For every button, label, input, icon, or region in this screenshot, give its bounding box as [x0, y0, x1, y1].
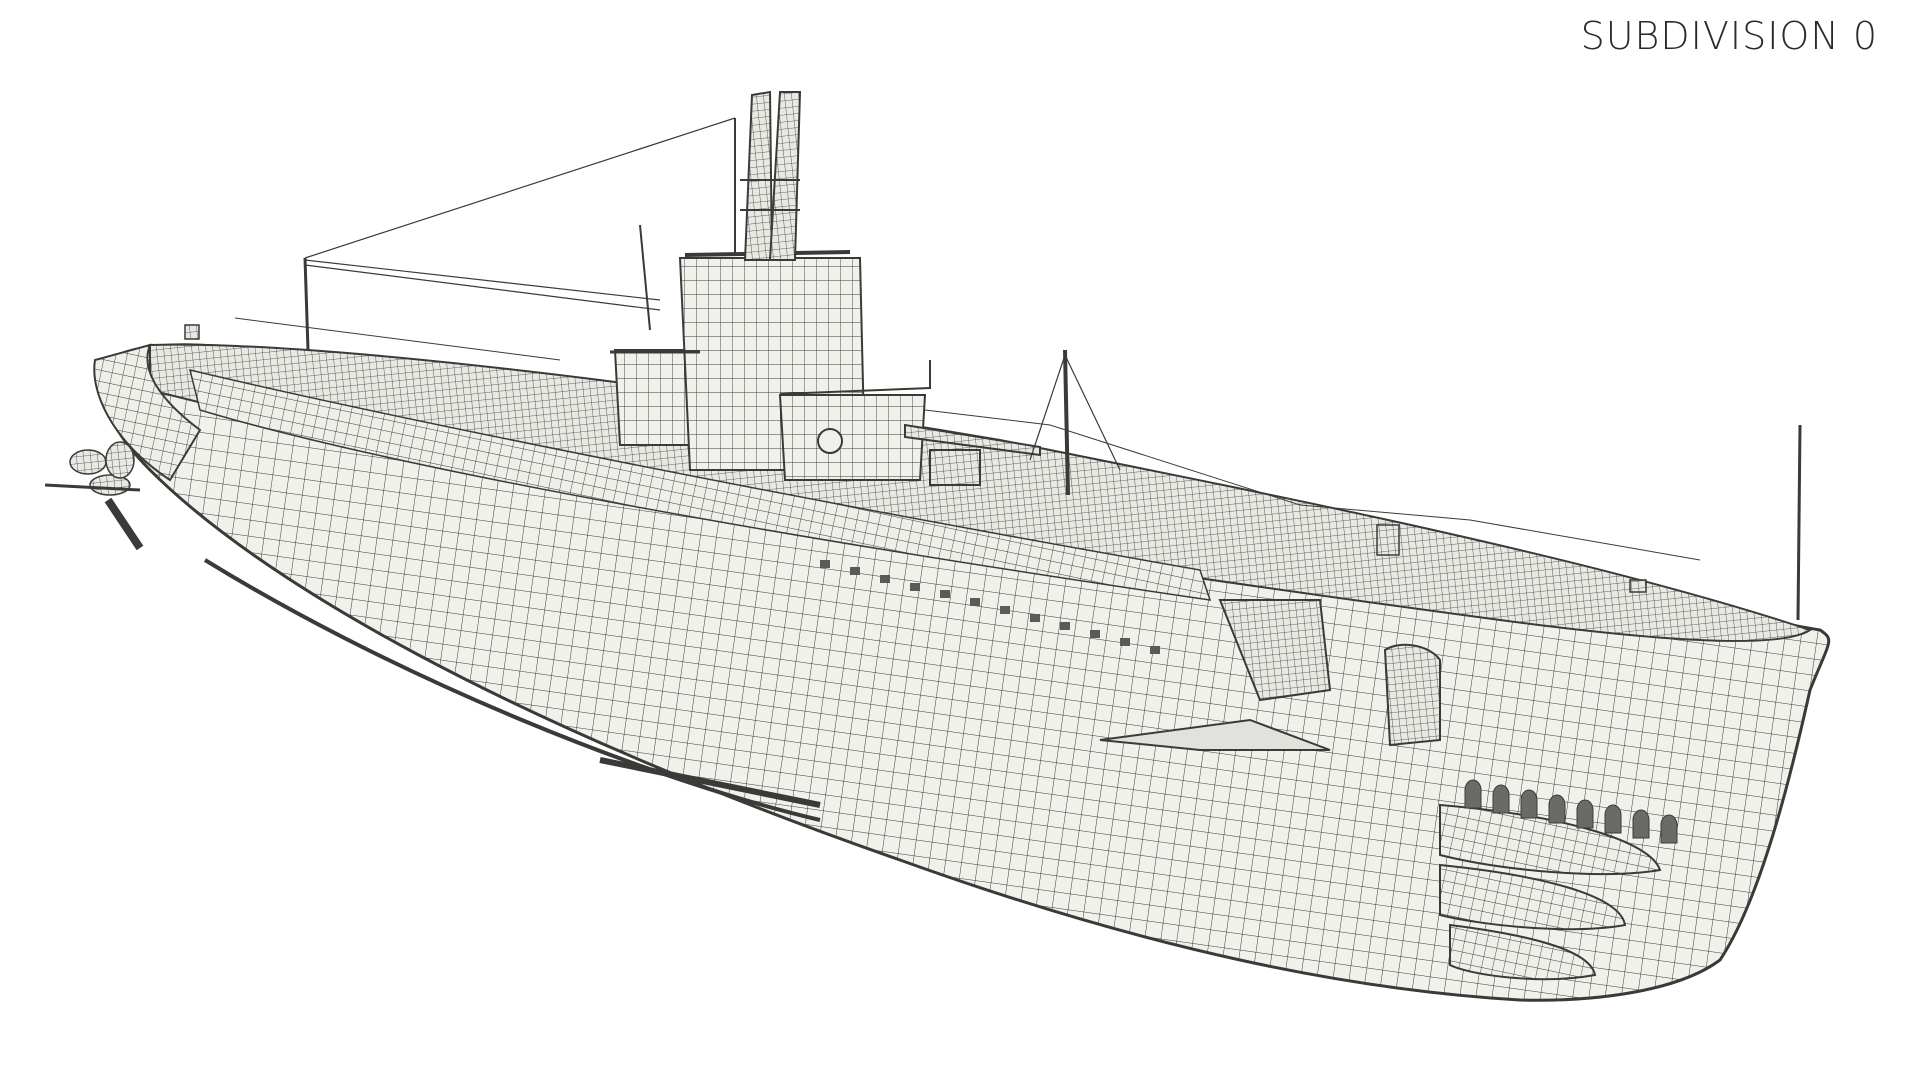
- deck-fittings: [184, 324, 1647, 593]
- deck-gun: [904, 423, 1041, 486]
- hull: [93, 343, 1831, 1002]
- torpedo-tubes: [1439, 779, 1678, 981]
- limber-holes: [820, 560, 1160, 654]
- conning-tower: [610, 250, 931, 481]
- rigging: [234, 117, 1802, 621]
- propeller: [44, 441, 144, 551]
- bow-planes: [1099, 599, 1441, 751]
- periscope-shears: [740, 90, 802, 261]
- subdivision-level-label: SUBDIVISION 0: [1580, 14, 1878, 58]
